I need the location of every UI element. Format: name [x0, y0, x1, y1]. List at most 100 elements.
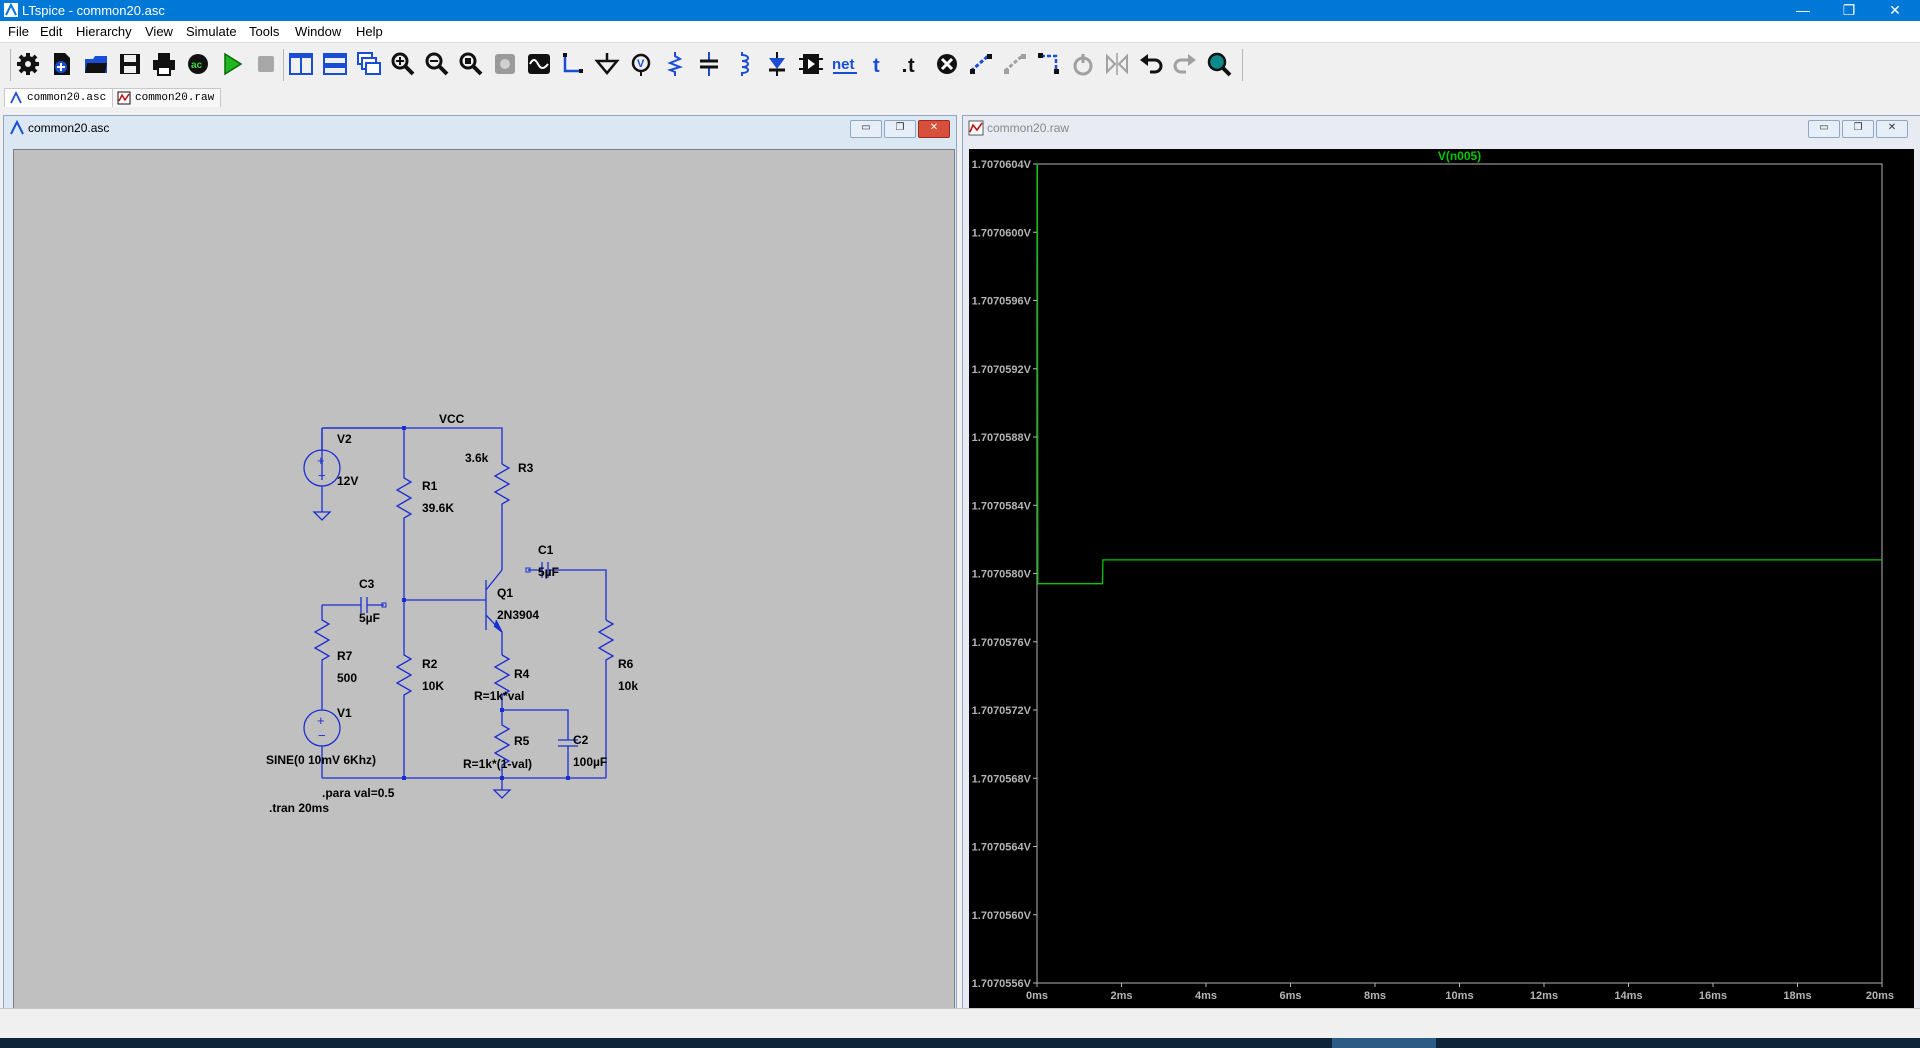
run-simulation-icon[interactable] — [219, 51, 245, 77]
ground-icon[interactable] — [594, 51, 620, 77]
cascade-windows-icon[interactable] — [356, 51, 382, 77]
c1-value: 5µF — [538, 565, 559, 579]
menu-edit[interactable]: Edit — [40, 24, 63, 39]
spice-directive-icon[interactable]: t — [900, 51, 926, 77]
mirror-icon[interactable] — [1104, 51, 1130, 77]
svg-text:t: t — [873, 55, 880, 77]
x-tick-label: 14ms — [1614, 990, 1642, 1002]
move-icon[interactable] — [1002, 51, 1028, 77]
os-taskbar — [0, 1038, 1920, 1048]
y-tick-label: 1.7070556V — [972, 978, 1032, 990]
y-tick-label: 1.7070572V — [972, 705, 1032, 717]
c3-value: 5µF — [359, 611, 380, 625]
menu-window[interactable]: Window — [295, 24, 342, 39]
zoom-out-icon[interactable] — [424, 51, 450, 77]
find-icon[interactable] — [1206, 51, 1232, 77]
menu-view[interactable]: View — [145, 24, 173, 39]
taskbar-ltspice-button[interactable] — [1332, 1038, 1436, 1048]
schematic-window: common20.asc ▭ ❐ ✕ — [3, 115, 957, 1012]
waveform-close-button[interactable]: ✕ — [1876, 120, 1908, 138]
label-net-icon[interactable]: V — [628, 51, 654, 77]
resistor-icon[interactable] — [662, 51, 688, 77]
new-schematic-icon[interactable] — [49, 51, 75, 77]
restore-button[interactable]: ❐ — [1842, 2, 1856, 18]
spice-netlist-icon[interactable]: net — [832, 51, 858, 77]
open-folder-icon[interactable] — [83, 51, 109, 77]
toolbar-separator — [283, 49, 284, 81]
r2-value: 10K — [422, 679, 444, 693]
param-directive: .para val=0.5 — [322, 786, 395, 800]
redo-icon[interactable] — [1172, 51, 1198, 77]
tab-waveform[interactable]: common20.raw — [112, 88, 222, 107]
settings-gear-icon[interactable] — [15, 51, 41, 77]
autorange-icon[interactable] — [492, 51, 518, 77]
r4-value: R=1k*val — [474, 689, 524, 703]
text-icon[interactable]: t — [866, 51, 892, 77]
halt-simulation-icon[interactable] — [253, 51, 279, 77]
save-icon[interactable] — [117, 51, 143, 77]
title-bar: LTspice - common20.asc — ❐ ✕ — [0, 0, 1920, 21]
schematic-canvas[interactable]: VCC V2 12V R1 39.6K R2 10K R3 3.6k R4 R=… — [13, 149, 955, 1011]
tile-vertical-icon[interactable] — [288, 51, 314, 77]
r2-label: R2 — [422, 657, 438, 671]
q1-label: Q1 — [497, 586, 513, 600]
schematic-window-titlebar[interactable]: common20.asc ▭ ❐ ✕ — [4, 116, 956, 140]
waveform-window-title: common20.raw — [987, 121, 1070, 135]
drag-icon[interactable] — [1036, 51, 1062, 77]
y-tick-label: 1.7070564V — [972, 842, 1032, 854]
svg-text:+: + — [317, 453, 325, 468]
schematic-minimize-button[interactable]: ▭ — [850, 120, 882, 138]
minimize-button[interactable]: — — [1796, 2, 1810, 18]
waveform-restore-button[interactable]: ❐ — [1842, 120, 1874, 138]
component-icon[interactable] — [798, 51, 824, 77]
tab-schematic[interactable]: common20.asc — [4, 88, 114, 107]
control-panel-icon[interactable]: ac — [185, 51, 211, 77]
c2-label: C2 — [573, 733, 589, 747]
menu-simulate[interactable]: Simulate — [186, 24, 237, 39]
diode-icon[interactable] — [764, 51, 790, 77]
delete-icon[interactable] — [934, 51, 960, 77]
menu-hierarchy[interactable]: Hierarchy — [76, 24, 132, 39]
x-tick-label: 12ms — [1530, 990, 1558, 1002]
waveform-icon — [968, 120, 984, 136]
duplicate-icon[interactable] — [968, 51, 994, 77]
toolbar: ac V net t t — [0, 42, 1920, 87]
waveform-minimize-button[interactable]: ▭ — [1808, 120, 1840, 138]
waveform-icon — [117, 91, 131, 105]
svg-text:−: − — [318, 728, 326, 743]
x-tick-label: 18ms — [1783, 990, 1811, 1002]
waveform-chart: V(n005)1.7070604V1.7070600V1.7070596V1.7… — [972, 149, 1894, 1002]
zoom-in-icon[interactable] — [390, 51, 416, 77]
undo-disabled-icon[interactable] — [1070, 51, 1096, 77]
y-tick-label: 1.7070576V — [972, 637, 1032, 649]
schematic-restore-button[interactable]: ❐ — [884, 120, 916, 138]
x-tick-label: 2ms — [1110, 990, 1132, 1002]
close-button[interactable]: ✕ — [1889, 2, 1901, 18]
v2-label: V2 — [337, 432, 352, 446]
tile-horizontal-icon[interactable] — [322, 51, 348, 77]
y-tick-label: 1.7070568V — [972, 773, 1032, 785]
svg-text:t: t — [908, 55, 915, 77]
svg-text:V: V — [637, 58, 645, 70]
waveform-viewer-icon[interactable] — [526, 51, 552, 77]
capacitor-icon[interactable] — [696, 51, 722, 77]
vcc-label: VCC — [439, 412, 465, 426]
inductor-icon[interactable] — [730, 51, 756, 77]
r6-value: 10k — [618, 679, 638, 693]
tran-directive: .tran 20ms — [269, 801, 329, 815]
c3-label: C3 — [359, 577, 375, 591]
menu-help[interactable]: Help — [356, 24, 383, 39]
undo-icon[interactable] — [1138, 51, 1164, 77]
waveform-window-titlebar[interactable]: common20.raw ▭ ❐ ✕ — [963, 116, 1920, 140]
draw-wire-icon[interactable] — [560, 51, 586, 77]
menu-file[interactable]: File — [8, 24, 29, 39]
v1-label: V1 — [337, 706, 352, 720]
print-icon[interactable] — [151, 51, 177, 77]
y-tick-label: 1.7070600V — [972, 227, 1032, 239]
menu-tools[interactable]: Tools — [249, 24, 280, 39]
zoom-fit-icon[interactable] — [458, 51, 484, 77]
x-tick-label: 0ms — [1026, 990, 1048, 1002]
schematic-close-button[interactable]: ✕ — [918, 120, 950, 138]
